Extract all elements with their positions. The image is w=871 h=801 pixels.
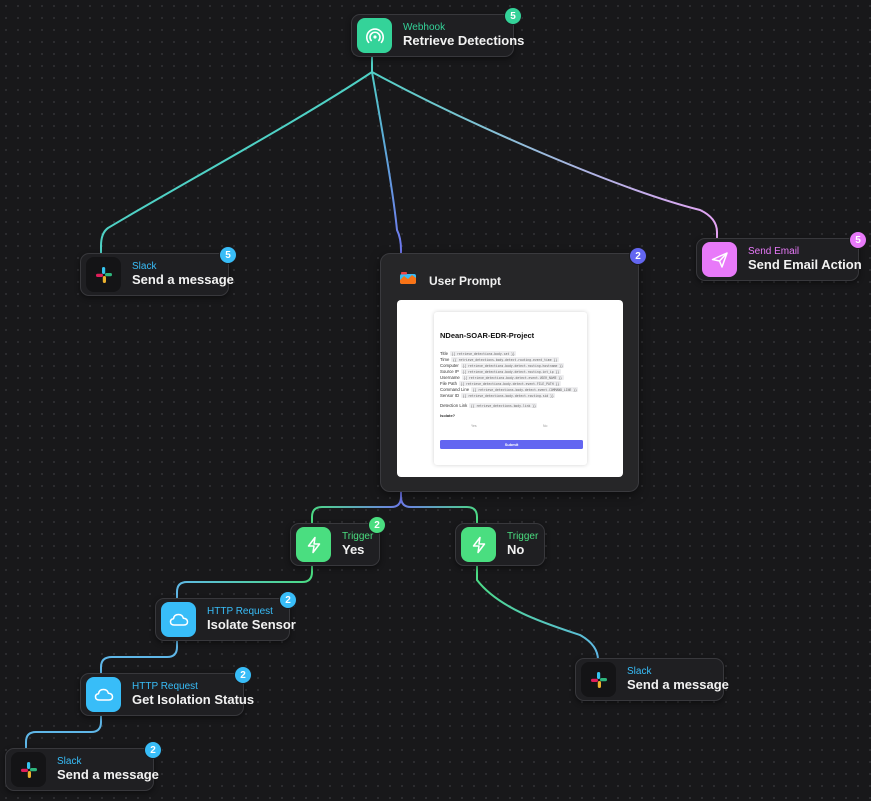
form-preview: NDean-SOAR-EDR-Project Title{{ retrieve_… bbox=[397, 300, 623, 477]
form-field: Title{{ retrieve_detections.body.cat }} bbox=[440, 351, 517, 356]
node-type-label: Slack bbox=[132, 261, 157, 273]
count-badge: 2 bbox=[368, 516, 386, 534]
count-badge: 5 bbox=[849, 231, 867, 249]
cloud-icon bbox=[161, 602, 196, 637]
node-name: Yes bbox=[342, 541, 365, 557]
detection-link-field: Detection Link{{ retrieve_detections.bod… bbox=[440, 403, 538, 408]
node-name: No bbox=[507, 541, 525, 557]
isolate-label: Isolate? bbox=[440, 413, 456, 418]
wire-yes-to-isolate bbox=[176, 564, 313, 601]
node-trigger-no[interactable]: Trigger No bbox=[455, 523, 545, 566]
node-type-label: Webhook bbox=[403, 22, 446, 34]
form-card: NDean-SOAR-EDR-Project Title{{ retrieve_… bbox=[434, 312, 587, 465]
form-field: Username{{ retrieve_detections.body.dete… bbox=[440, 375, 564, 380]
node-type-label: Slack bbox=[627, 666, 652, 678]
node-http-get-isolation-status[interactable]: HTTP Request Get Isolation Status 2 bbox=[80, 666, 254, 716]
node-type-label: HTTP Request bbox=[207, 606, 273, 618]
form-field: Sensor ID{{ retrieve_detections.body.det… bbox=[440, 393, 556, 398]
node-webhook-retrieve-detections[interactable]: Webhook Retrieve Detections 5 bbox=[351, 7, 524, 57]
count-badge: 2 bbox=[279, 591, 297, 609]
wire-webhook-to-slack bbox=[100, 55, 373, 254]
wire-isolate-to-status bbox=[100, 639, 178, 676]
form-field: Source IP{{ retrieve_detections.body.det… bbox=[440, 369, 561, 374]
node-type-label: Send Email bbox=[748, 246, 800, 258]
node-name: Send a message bbox=[57, 766, 159, 782]
count-badge: 2 bbox=[629, 247, 647, 265]
wire-prompt-to-no bbox=[400, 491, 478, 526]
node-send-email-action[interactable]: Send Email Send Email Action 5 bbox=[696, 231, 867, 281]
wire-status-to-slack bbox=[25, 714, 102, 751]
node-http-isolate-sensor[interactable]: HTTP Request Isolate Sensor 2 bbox=[155, 591, 297, 641]
count-badge: 5 bbox=[219, 246, 237, 264]
count-badge: 2 bbox=[234, 666, 252, 684]
wire-webhook-to-email bbox=[371, 55, 718, 241]
slack-icon bbox=[581, 662, 616, 697]
lightning-icon bbox=[461, 527, 496, 562]
option-no: No bbox=[543, 424, 548, 428]
count-badge: 5 bbox=[504, 7, 522, 25]
node-type-label: Slack bbox=[57, 756, 82, 768]
form-field: File Path{{ retrieve_detections.body.det… bbox=[440, 381, 561, 386]
count-badge: 2 bbox=[144, 741, 162, 759]
form-field: Computer{{ retrieve_detections.body.dete… bbox=[440, 363, 565, 368]
wire-prompt-to-yes bbox=[311, 491, 402, 526]
node-slack-send-message-no[interactable]: Slack Send a message bbox=[575, 658, 729, 701]
slack-icon bbox=[86, 257, 121, 292]
form-field: Time{{ retrieve_detections.body.detect.r… bbox=[440, 357, 559, 362]
node-name: Send Email Action bbox=[748, 256, 862, 272]
node-name: Retrieve Detections bbox=[403, 32, 525, 48]
node-user-prompt[interactable]: User Prompt 2 NDean-SOAR-EDR-Project Tit… bbox=[380, 247, 647, 492]
wire-no-to-slack bbox=[476, 564, 599, 661]
node-trigger-yes[interactable]: Trigger Yes 2 bbox=[290, 516, 386, 566]
user-prompt-title: User Prompt bbox=[429, 273, 502, 288]
node-name: Isolate Sensor bbox=[207, 616, 296, 632]
node-slack-send-message[interactable]: Slack Send a message 5 bbox=[80, 246, 237, 296]
send-icon bbox=[702, 242, 737, 277]
option-yes: Yes bbox=[471, 424, 477, 428]
webhook-icon bbox=[357, 18, 392, 53]
node-type-label: Trigger bbox=[507, 531, 539, 543]
node-type-label: HTTP Request bbox=[132, 681, 198, 693]
node-type-label: Trigger bbox=[342, 531, 374, 543]
slack-icon bbox=[11, 752, 46, 787]
node-name: Get Isolation Status bbox=[132, 691, 255, 707]
wire-webhook-to-prompt bbox=[371, 55, 402, 256]
node-name: Send a message bbox=[132, 271, 234, 287]
lightning-icon bbox=[296, 527, 331, 562]
submit-button: Submit bbox=[440, 440, 583, 449]
user-prompt-icon bbox=[399, 271, 417, 290]
form-field: Command Line{{ retrieve_detections.body.… bbox=[440, 387, 579, 392]
node-name: Send a message bbox=[627, 676, 729, 692]
cloud-icon bbox=[86, 677, 121, 712]
form-title: NDean-SOAR-EDR-Project bbox=[440, 331, 535, 340]
node-slack-send-message-final[interactable]: Slack Send a message 2 bbox=[5, 741, 162, 791]
